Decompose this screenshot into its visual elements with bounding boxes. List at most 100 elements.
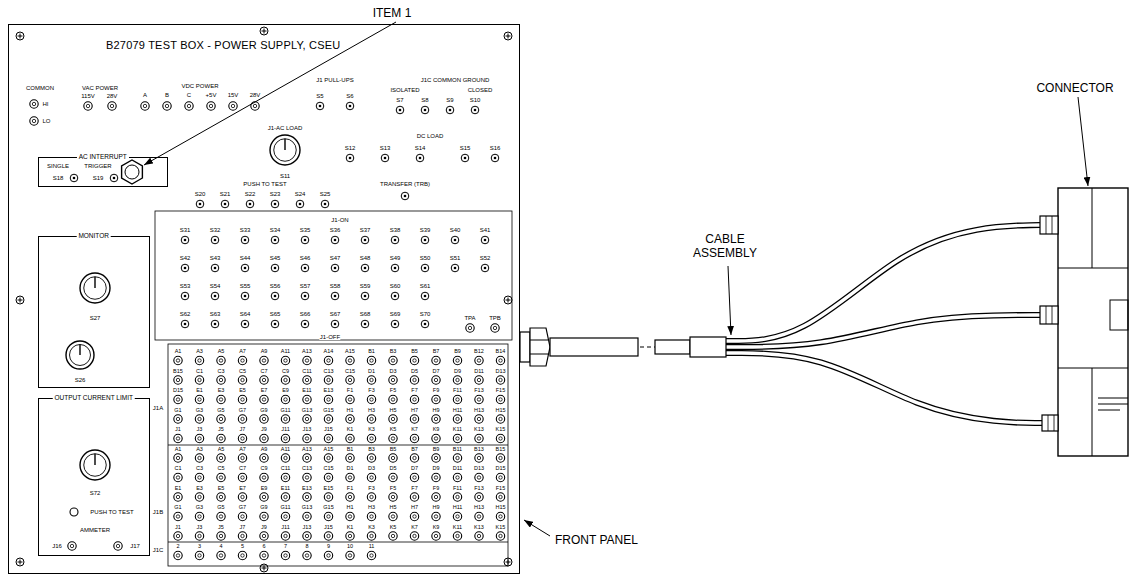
jack-inner xyxy=(348,359,351,362)
screw-head xyxy=(260,564,268,572)
jack-outer xyxy=(324,376,332,384)
jack-label: A7 xyxy=(239,447,247,453)
jack-inner xyxy=(176,534,179,537)
toggle-lever xyxy=(494,157,497,160)
panel-marking: S26 xyxy=(74,377,86,383)
jack-outer xyxy=(303,356,311,364)
jack-label: D1 xyxy=(367,369,375,375)
jack-outer xyxy=(195,395,203,403)
connector-pins xyxy=(1098,398,1128,410)
jack-inner xyxy=(456,515,459,518)
jack-label: A15 xyxy=(323,447,334,453)
switch-label: S31 xyxy=(179,227,191,233)
callout-label: FRONT PANEL xyxy=(555,534,638,546)
screw-slot xyxy=(506,34,511,39)
jack-label: C3 xyxy=(195,466,203,472)
panel-marking: C xyxy=(186,92,191,98)
panel-marking: 28V xyxy=(249,92,261,98)
cable-jacket xyxy=(550,338,638,356)
jack-label: F5 xyxy=(389,388,396,394)
jack-inner xyxy=(176,417,179,420)
toggle-switch xyxy=(301,320,309,328)
jack-label: K11 xyxy=(452,427,462,433)
jack-label: E3 xyxy=(196,486,204,492)
jack-label: E3 xyxy=(217,388,225,394)
toggle-switch xyxy=(361,236,369,244)
jack-inner xyxy=(456,456,459,459)
switch-label: S7 xyxy=(396,97,404,103)
jack-outer xyxy=(84,102,92,110)
jack-label: K9 xyxy=(432,427,440,433)
jack-inner xyxy=(198,456,201,459)
panel-marking: J17 xyxy=(130,543,141,549)
jack-label: G15 xyxy=(323,505,334,511)
jack-inner xyxy=(219,534,222,537)
jack-label: E13 xyxy=(302,486,313,492)
toggle-lever xyxy=(334,239,337,242)
jack-inner xyxy=(370,417,373,420)
jack-inner xyxy=(413,359,416,362)
toggle-switch xyxy=(421,320,429,328)
jack-outer xyxy=(410,532,418,540)
toggle-switch xyxy=(491,154,499,162)
wire-outline xyxy=(726,315,1040,347)
jack-inner xyxy=(305,437,308,440)
toggle-switch xyxy=(346,102,354,110)
jack-inner xyxy=(434,456,437,459)
jack-inner xyxy=(198,534,201,537)
jack-outer xyxy=(324,356,332,364)
switch-label: S39 xyxy=(419,227,431,233)
jack-outer xyxy=(303,395,311,403)
toggle-lever xyxy=(244,239,247,242)
jack-outer xyxy=(475,532,483,540)
jack-outer xyxy=(195,376,203,384)
jack-inner xyxy=(284,476,287,479)
jack-outer xyxy=(238,532,246,540)
jack-label: E11 xyxy=(280,486,290,492)
jack-outer xyxy=(238,434,246,442)
panel-marking: J1C COMMON GROUND xyxy=(420,77,490,83)
jack-label: J15 xyxy=(324,525,334,531)
switch-label: S69 xyxy=(389,311,401,317)
jack-outer xyxy=(346,512,354,520)
rotary-knob xyxy=(80,450,110,480)
jack-label: C13 xyxy=(301,466,312,472)
jack-label: K7 xyxy=(411,525,419,531)
jack-outer xyxy=(260,493,268,501)
jack-inner xyxy=(327,534,330,537)
jack-outer xyxy=(207,102,215,110)
switch-label: S47 xyxy=(329,255,341,261)
toggle-switch xyxy=(241,236,249,244)
jack-label: C9 xyxy=(260,466,268,472)
jack-outer xyxy=(260,551,268,559)
jack-outer xyxy=(389,376,397,384)
jack-outer xyxy=(238,551,246,559)
panel-marking: +5V xyxy=(205,92,217,98)
toggle-switch xyxy=(421,292,429,300)
jack-outer xyxy=(217,473,225,481)
jack-inner xyxy=(327,398,330,401)
jack-outer xyxy=(367,415,375,423)
jack-inner xyxy=(391,417,394,420)
backshell-ribs xyxy=(1048,415,1054,431)
jack-inner xyxy=(262,417,265,420)
jack-outer xyxy=(108,102,116,110)
jack-outer xyxy=(195,473,203,481)
toggle-switch xyxy=(211,292,219,300)
switch-label: S5 xyxy=(316,93,324,99)
jack-label: B1 xyxy=(368,349,376,355)
screw-slot xyxy=(18,298,23,303)
jack-outer xyxy=(185,102,193,110)
switch-label: S54 xyxy=(209,283,221,289)
jack-label: K11 xyxy=(452,525,462,531)
jack-inner xyxy=(241,437,244,440)
jack-inner xyxy=(391,534,394,537)
panel-marking: SINGLE xyxy=(46,163,69,169)
jack-outer xyxy=(238,454,246,462)
jack-outer xyxy=(410,454,418,462)
panel-marking: TRANSFER (TRB) xyxy=(380,181,431,187)
jack-inner xyxy=(499,456,502,459)
knob-cap xyxy=(274,139,297,162)
group-heading: MONITOR xyxy=(76,232,111,239)
